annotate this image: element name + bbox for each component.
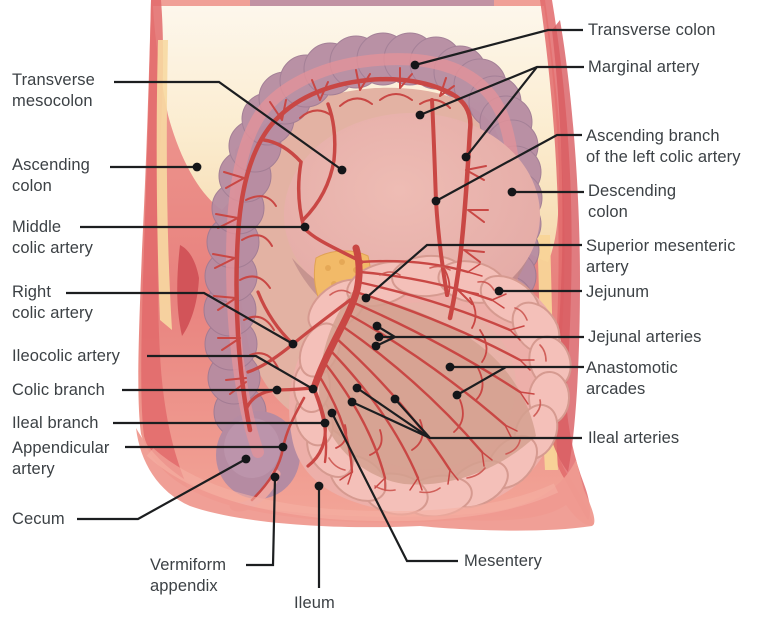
- label-vermiform-appendix: Vermiform appendix: [150, 556, 227, 595]
- label-ascending-branch-left-colic: Ascending branch of the left colic arter…: [586, 127, 741, 166]
- label-ileum: Ileum: [294, 594, 335, 612]
- arteries: [212, 67, 547, 502]
- label-colic-branch: Colic branch: [12, 381, 105, 399]
- label-cecum: Cecum: [12, 510, 65, 528]
- label-ileal-arteries: Ileal arteries: [588, 429, 680, 447]
- leader-dots: [192, 60, 517, 491]
- leader-lines: [66, 28, 584, 588]
- label-transverse-mesocolon: Transverse mesocolon: [12, 71, 95, 110]
- label-transverse-colon: Transverse colon: [588, 21, 716, 39]
- mesentery-fan: [319, 292, 536, 485]
- label-descending-colon: Descending colon: [588, 182, 677, 221]
- label-marginal-artery: Marginal artery: [588, 58, 700, 76]
- label-ileocolic-artery: Ileocolic artery: [12, 347, 120, 365]
- label-right-colic-artery: Right colic artery: [12, 283, 93, 322]
- label-jejunal-arteries: Jejunal arteries: [588, 328, 702, 346]
- bottom-fold: [136, 428, 595, 531]
- label-ascending-colon: Ascending colon: [12, 156, 90, 195]
- label-jejunum: Jejunum: [586, 283, 650, 301]
- small-intestine: [289, 254, 572, 518]
- label-ileal-branch: Ileal branch: [12, 414, 99, 432]
- label-mesentery: Mesentery: [464, 552, 542, 570]
- label-superior-mesenteric-artery: Superior mesenteric artery: [586, 237, 736, 276]
- label-appendicular-artery: Appendicular artery: [12, 439, 110, 478]
- label-anastomotic-arcades: Anastomotic arcades: [586, 359, 678, 398]
- label-middle-colic-artery: Middle colic artery: [12, 218, 93, 257]
